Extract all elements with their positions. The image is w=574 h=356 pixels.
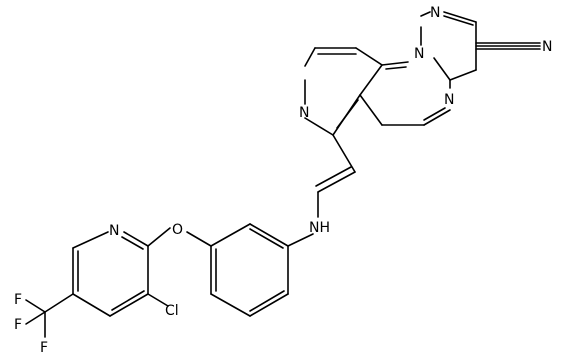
pyridine-ring — [304, 47, 383, 136]
ether-link — [147, 227, 212, 247]
chloropyridine-ring — [72, 231, 149, 317]
atom-cl: Cl — [165, 303, 179, 319]
atom-f-left: F — [14, 317, 22, 333]
atom-f-top: F — [14, 292, 22, 308]
benzene-ring — [210, 223, 289, 317]
atom-f-bottom: F — [40, 340, 48, 356]
pyrazole-ring — [420, 11, 477, 81]
atom-n-pyrimidine: N — [444, 92, 454, 108]
atom-o-ether: O — [172, 222, 183, 238]
chloro-bond — [147, 293, 169, 307]
atom-n-pyrazole-bridge: N — [414, 46, 424, 62]
vinyl-linker — [315, 134, 356, 218]
amine-link — [287, 233, 314, 247]
pyrimidine-ring — [359, 61, 451, 126]
atom-n-chloropyridine: N — [109, 223, 119, 239]
atom-n-pyrazole-top: N — [430, 5, 440, 21]
atom-n-nitrile: N — [542, 39, 552, 55]
trifluoromethyl-group — [25, 293, 74, 338]
atom-nh-amine: NH — [309, 220, 330, 236]
atom-n-pyridine: N — [299, 105, 309, 121]
nitrile-group — [475, 42, 541, 50]
